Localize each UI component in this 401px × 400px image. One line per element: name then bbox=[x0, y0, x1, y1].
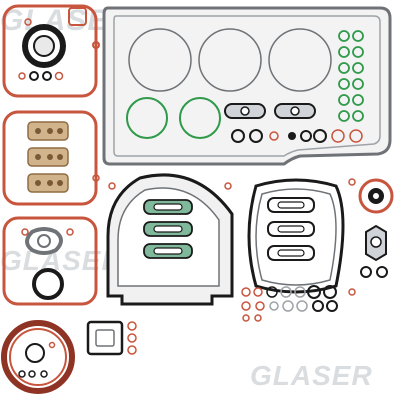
gray-flange-gaskets bbox=[267, 197, 315, 261]
small-flange-gasket-bottom bbox=[86, 320, 137, 356]
crankshaft-seal-bottom-left bbox=[1, 320, 75, 394]
exhaust-gasket-frame bbox=[247, 178, 345, 294]
copper-gasket-lower-left bbox=[2, 216, 98, 306]
small-washers-row bbox=[231, 129, 363, 143]
bottom-washers-cluster bbox=[241, 285, 356, 322]
cork-gasket-stack bbox=[27, 121, 69, 193]
copper-gasket-mid-left bbox=[2, 110, 100, 206]
green-large-orings bbox=[126, 97, 221, 139]
green-orings-grid bbox=[338, 30, 364, 122]
oil-pan-gasket bbox=[102, 6, 392, 166]
watermark-text-left: GLASER bbox=[0, 245, 123, 276]
timing-cover-gasket bbox=[106, 173, 234, 306]
watermark-text-bottom: GLASER bbox=[250, 360, 373, 391]
teal-flange-gaskets bbox=[143, 199, 193, 259]
right-column-seals bbox=[348, 178, 394, 278]
copper-outline-mid-top bbox=[68, 7, 100, 49]
small-seal-cluster-top-left bbox=[18, 18, 66, 81]
flange-gaskets-pair bbox=[224, 103, 316, 119]
copper-gasket-top-left bbox=[2, 4, 98, 98]
